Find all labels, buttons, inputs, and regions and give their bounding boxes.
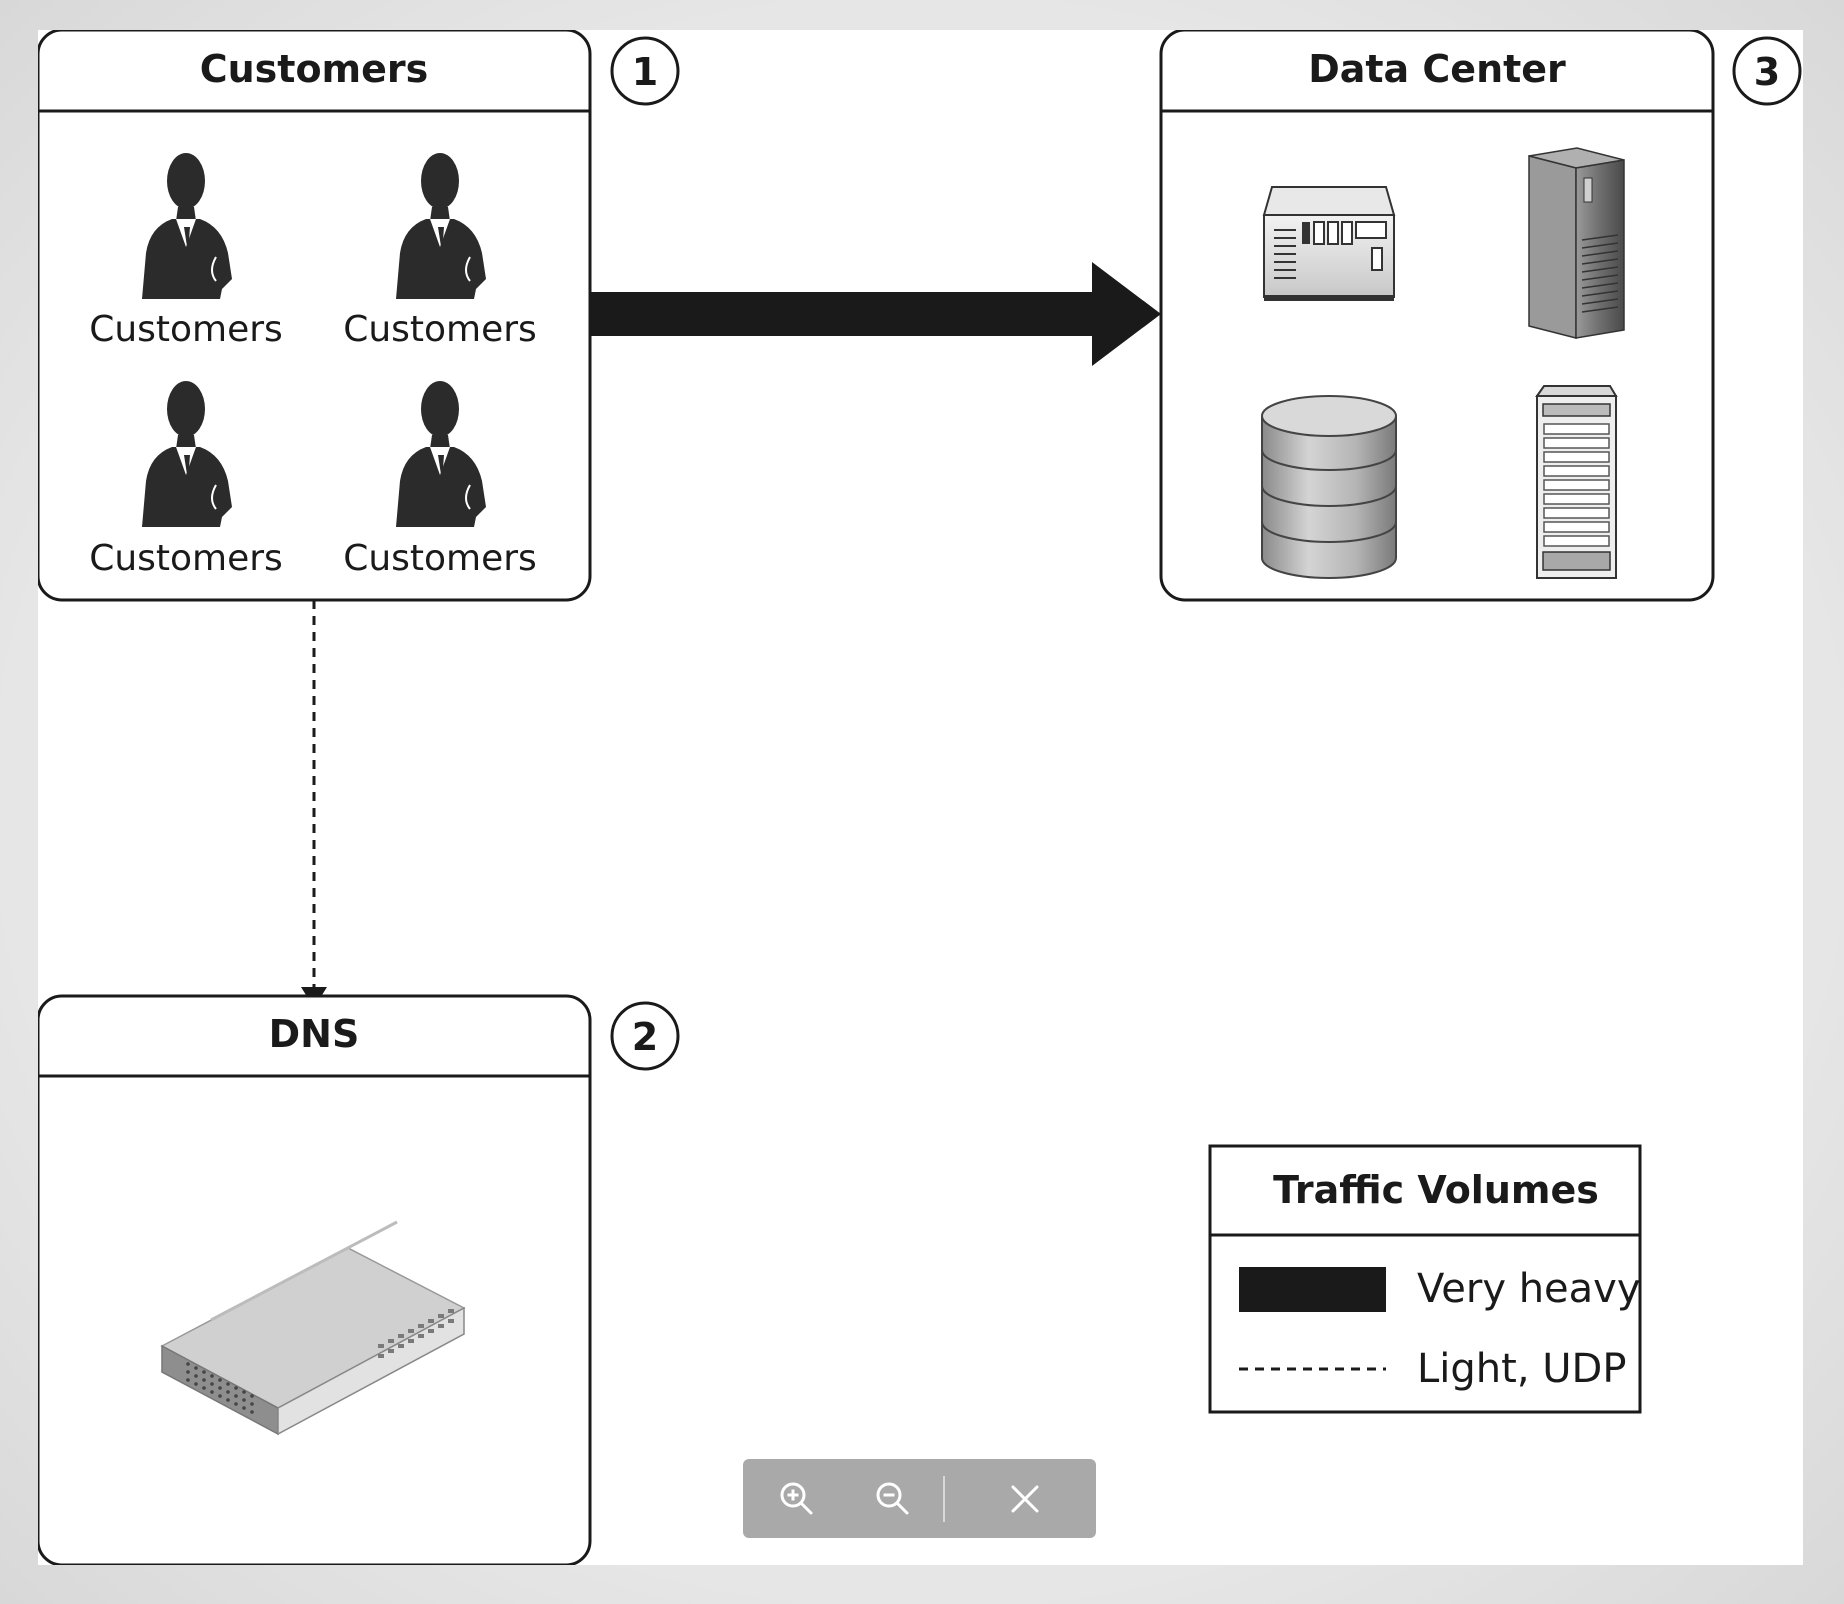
- zoom-in-button[interactable]: [749, 1459, 845, 1538]
- zoom-out-button[interactable]: [845, 1459, 941, 1538]
- svg-text:3: 3: [1754, 50, 1780, 94]
- legend-title: Traffic Volumes: [1273, 1168, 1599, 1212]
- network-switch-icon: [160, 1220, 466, 1436]
- database-icon: [1261, 395, 1397, 579]
- heavy-traffic-arrow: [590, 262, 1161, 366]
- customers-box: Customers Customers Customers Customers …: [38, 30, 592, 602]
- customer-label: Customers: [89, 309, 283, 350]
- customers-box-title: Customers: [200, 47, 429, 91]
- step-number-2: 2: [610, 1001, 680, 1071]
- network-diagram: Customers Customers Customers Customers …: [38, 30, 1802, 1565]
- svg-text:1: 1: [632, 50, 658, 94]
- legend-label-light: Light, UDP: [1417, 1346, 1626, 1392]
- zoom-in-icon: [780, 1482, 813, 1514]
- zoom-out-icon: [876, 1482, 909, 1514]
- viewer-toolbar: [743, 1459, 1096, 1538]
- step-number-3: 3: [1732, 36, 1802, 106]
- blade-server-icon: [1535, 385, 1618, 579]
- dns-box: DNS: [38, 994, 592, 1565]
- customer-label: Customers: [343, 309, 537, 350]
- datacenter-box: Data Center: [1159, 30, 1715, 602]
- traffic-legend: Traffic Volumes Very heavy Light, UDP: [1208, 1144, 1642, 1414]
- rack-unit-icon: [1262, 186, 1396, 301]
- tower-server-icon: [1528, 147, 1625, 339]
- close-icon: [1011, 1485, 1039, 1512]
- step-number-1: 1: [610, 36, 680, 106]
- customer-label: Customers: [343, 538, 537, 579]
- legend-label-heavy: Very heavy: [1417, 1266, 1641, 1312]
- svg-text:2: 2: [632, 1015, 658, 1059]
- diagram-figure: Customers Customers Customers Customers …: [38, 30, 1803, 1565]
- customer-label: Customers: [89, 538, 283, 579]
- datacenter-box-title: Data Center: [1308, 47, 1566, 91]
- datacenter-box-frame: [1159, 30, 1715, 602]
- toolbar-separator: [943, 1475, 945, 1522]
- close-button[interactable]: [977, 1459, 1073, 1538]
- legend-swatch-heavy: [1239, 1267, 1386, 1312]
- dns-box-title: DNS: [269, 1012, 360, 1056]
